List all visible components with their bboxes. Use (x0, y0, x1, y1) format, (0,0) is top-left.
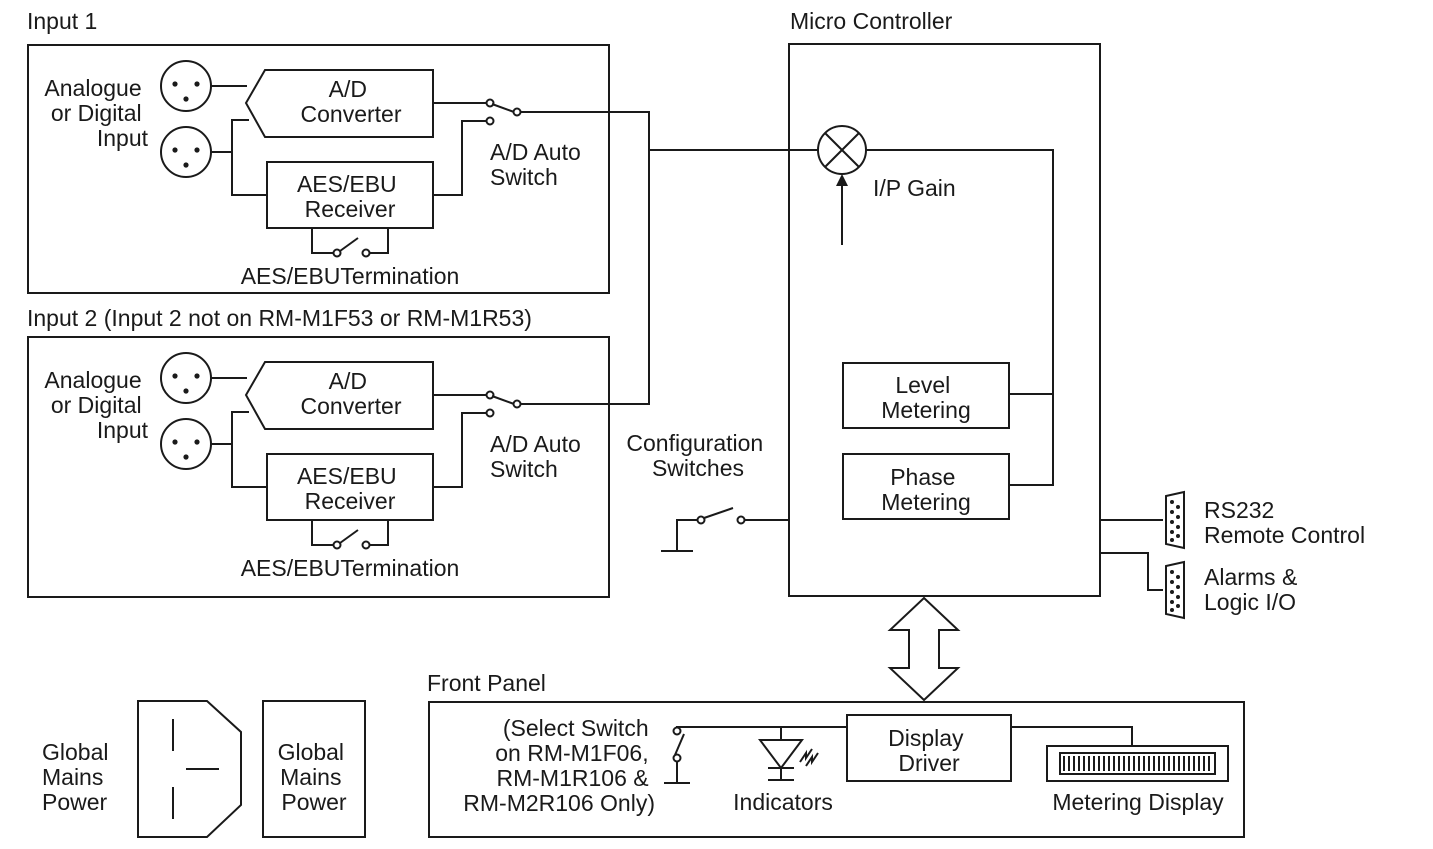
level-metering-block (842, 362, 1010, 429)
db9-connector-icon (1165, 560, 1185, 620)
db9-connector-icon (1165, 490, 1185, 550)
config-switch-icon (661, 507, 746, 552)
gain-arrow-icon (836, 174, 848, 245)
metering-display-label: Metering Display (1052, 789, 1224, 815)
micro-controller-title: Micro Controller (790, 8, 953, 34)
termination-switch-icon (311, 520, 389, 550)
select-switch-label: (Select Switch on RM-M1F06, RM-M1R106 & … (463, 715, 655, 816)
select-switch-icon (664, 726, 690, 784)
auto-switch-icon (485, 98, 522, 126)
display-driver-block (846, 714, 1012, 782)
aes-receiver-block (266, 453, 434, 521)
xlr-connector-icon (160, 418, 212, 470)
ad-converter-label: A/D Converter (301, 368, 402, 419)
ad-converter-block (244, 69, 434, 138)
front-panel-section: Front Panel (Select Switch on RM-M1F06, … (427, 670, 1245, 838)
auto-switch-icon (485, 390, 522, 418)
input-1-section: Input 1 Analogue or Digital Input A/D Co… (27, 8, 610, 294)
mains-power-block-label: Global Mains Power (278, 739, 351, 815)
led-indicator-icon (758, 727, 819, 781)
input-1-source-label: Analogue or Digital Input (44, 75, 148, 151)
phase-metering-block (842, 453, 1010, 520)
alarms-port: Alarms & Logic I/O (1100, 552, 1304, 620)
input-1-frame (27, 44, 610, 294)
display-driver-label: Display Driver (888, 725, 970, 776)
alarms-label: Alarms & Logic I/O (1204, 564, 1304, 615)
level-metering-label: Level Metering (881, 372, 970, 423)
termination-label: AES/EBUTermination (241, 555, 460, 581)
power-section: Global Mains Power Global Mains Power (42, 700, 366, 838)
xlr-connector-icon (160, 352, 212, 404)
micro-controller-section: Micro Controller I/P Gain Level Metering… (788, 8, 1101, 597)
ad-converter-block (244, 361, 434, 430)
front-panel-title: Front Panel (427, 670, 546, 696)
indicators-label: Indicators (733, 789, 833, 815)
xlr-connector-icon (160, 126, 212, 178)
bidirectional-arrow-icon (887, 596, 961, 702)
aes-receiver-label: AES/EBU Receiver (297, 463, 403, 514)
input-2-source-label: Analogue or Digital Input (44, 367, 148, 443)
phase-metering-label: Phase Metering (881, 464, 970, 515)
aes-receiver-label: AES/EBU Receiver (297, 171, 403, 222)
rs232-port: RS232 Remote Control (1100, 490, 1365, 550)
mains-socket-icon (137, 700, 242, 838)
micro-controller-frame (788, 43, 1101, 597)
input-2-frame (27, 336, 610, 598)
metering-display-icon (1046, 745, 1229, 782)
input-1-title: Input 1 (27, 8, 97, 34)
auto-switch-label: A/D Auto Switch (490, 431, 587, 482)
xlr-connector-icon (160, 60, 212, 112)
gain-label: I/P Gain (873, 175, 956, 201)
termination-label: AES/EBUTermination (241, 263, 460, 289)
configuration-switches-label: Configuration Switches (626, 430, 769, 481)
mains-power-block (262, 700, 366, 838)
gain-mixer-icon (817, 125, 867, 175)
front-panel-frame (428, 701, 1245, 838)
input-2-section: Input 2 (Input 2 not on RM-M1F53 or RM-M… (27, 305, 610, 598)
ad-converter-label: A/D Converter (301, 76, 402, 127)
rs232-label: RS232 Remote Control (1204, 497, 1365, 548)
configuration-switches: Configuration Switches (626, 430, 789, 552)
input-2-title: Input 2 (Input 2 not on RM-M1F53 or RM-M… (27, 305, 532, 331)
termination-switch-icon (311, 228, 389, 258)
auto-switch-label: A/D Auto Switch (490, 139, 587, 190)
mains-power-label: Global Mains Power (42, 739, 115, 815)
